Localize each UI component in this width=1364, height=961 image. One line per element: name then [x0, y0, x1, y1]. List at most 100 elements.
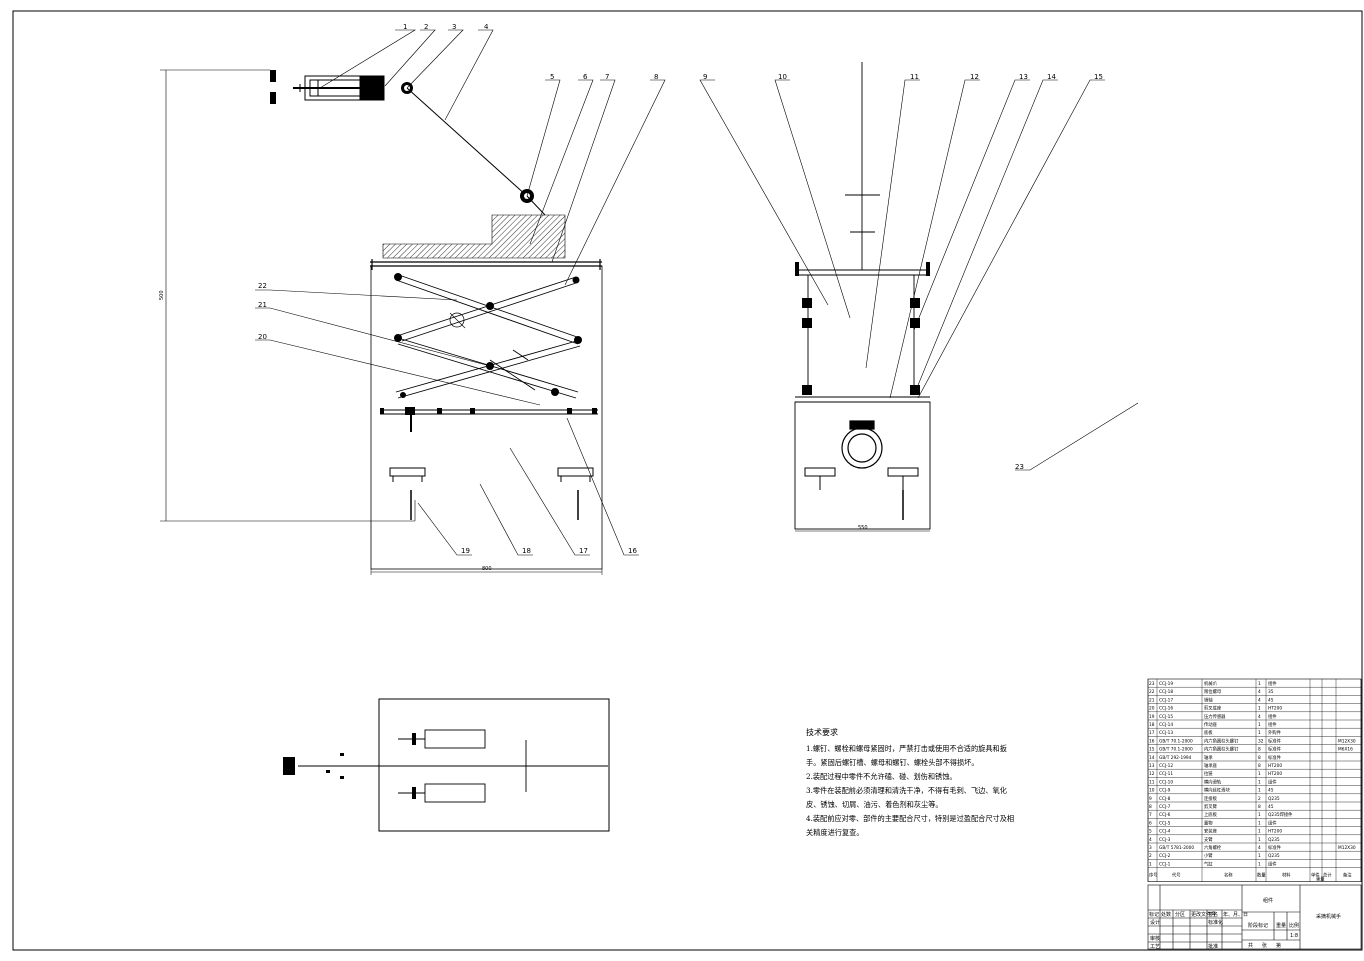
tech-note-1: 1.螺钉、螺栓和螺母紧固时，严禁打击或使用不合适的旋具和扳手。紧固后螺钉槽、螺母… — [806, 744, 1007, 767]
balloon-5: 5 — [550, 73, 554, 81]
bom-cell: 组件 — [1268, 860, 1277, 867]
bom-cell: CCJ-16 — [1159, 706, 1173, 712]
arm-part-4 — [406, 87, 528, 197]
leader-lines — [255, 29, 1139, 556]
bom-cell: Q235 — [1268, 796, 1280, 802]
scissor-mechanism — [395, 273, 581, 399]
bom-header-weight: 重量 — [1316, 876, 1325, 883]
bom-cell: 轴承座 — [1204, 762, 1218, 769]
title-design: 设计 — [1150, 919, 1160, 926]
bom-cell: 12 — [1149, 771, 1155, 777]
bom-cell: 6 — [1149, 820, 1152, 826]
bom-cell: 横向滑轨 — [1204, 778, 1222, 785]
bom-cell: Q235 — [1268, 837, 1280, 843]
title-stage-mark: 阶段标记 — [1248, 922, 1268, 929]
bom-cell: 1 — [1258, 779, 1261, 785]
bom-cell: 4 — [1258, 714, 1261, 720]
bom-cell: CCJ-10 — [1159, 779, 1173, 785]
bom-cell: 1 — [1258, 771, 1261, 777]
bom-cell: GB/T 70.1-2000 — [1159, 738, 1193, 744]
bom-cell: 上底板 — [1204, 811, 1218, 818]
bom-cell: 限位螺母 — [1204, 688, 1222, 695]
revision-label: 标记 — [1149, 911, 1159, 918]
balloon-22: 22 — [258, 282, 267, 290]
bom-cell: HT200 — [1268, 763, 1282, 769]
bom-cell: 六角螺栓 — [1204, 844, 1222, 851]
side-view-feet — [804, 467, 919, 520]
bom-cell: CCJ-19 — [1159, 681, 1173, 687]
bom-cell: CCJ-8 — [1159, 796, 1171, 802]
balloon-21: 21 — [258, 301, 267, 309]
bom-cell: 1 — [1258, 681, 1261, 687]
bom-cell: 45 — [1268, 804, 1274, 810]
side-view-bearings — [795, 262, 930, 395]
cylinder-assembly — [293, 75, 385, 101]
hatched-body — [382, 214, 566, 259]
tech-note-2: 2.装配过程中零件不允许磕、碰、划伤和锈蚀。 — [806, 772, 957, 781]
front-width-label: 800 — [482, 566, 492, 572]
title-sheet-unit: 张 — [1262, 942, 1267, 949]
bom-header-cell: 名称 — [1224, 872, 1233, 879]
bom-cell: Q235 — [1268, 853, 1280, 859]
support-feet — [389, 467, 594, 520]
balloon-20: 20 — [258, 333, 267, 341]
title-assembly: 组件 — [1263, 897, 1273, 904]
bom-cell: CCJ-3 — [1159, 837, 1171, 843]
bom-cell: CCJ-5 — [1159, 820, 1171, 826]
drawing-border — [12, 10, 1363, 951]
bom-cell: 8 — [1258, 755, 1261, 761]
bom-cell: 18 — [1149, 722, 1155, 728]
bom-cell: 45 — [1268, 788, 1274, 794]
bom-cell: CCJ-9 — [1159, 788, 1171, 794]
bom-cell: GB/T 292-1994 — [1159, 755, 1192, 761]
bom-cell: 1 — [1258, 837, 1261, 843]
bom-cell: 传动座 — [1204, 721, 1218, 728]
bom-cell: 标准件 — [1268, 746, 1282, 753]
side-view-motor — [841, 420, 883, 469]
bom-cell: GB/T 70.1-2000 — [1159, 747, 1193, 753]
bom-cell: 8 — [1258, 804, 1261, 810]
revision-label: 处数 — [1161, 911, 1171, 918]
bom-cell: Q235焊接件 — [1268, 811, 1293, 818]
bom-cell: 1 — [1258, 730, 1261, 736]
title-scale-value: 1:8 — [1290, 933, 1298, 939]
bom-cell: 置物 — [1204, 819, 1213, 826]
title-process: 工艺 — [1150, 944, 1160, 950]
bom-cell: 4 — [1258, 845, 1261, 851]
top-view-frame — [378, 698, 610, 832]
revision-label: 更改文件号 — [1191, 911, 1216, 918]
bom-cell: CCJ-18 — [1159, 689, 1173, 695]
bom-header-cell: 单件 — [1311, 872, 1320, 879]
bom-cell: 内六角圆柱头螺钉 — [1204, 746, 1239, 753]
gripper-jaws — [270, 70, 276, 104]
bom-cell: CCJ-1 — [1159, 861, 1171, 867]
bom-header-cell: 数量 — [1257, 872, 1266, 879]
balloon-11: 11 — [910, 73, 919, 81]
bom-header-cell: 代号 — [1172, 872, 1181, 879]
bom-cell: 气缸 — [1204, 860, 1213, 867]
bom-cell: CCJ-15 — [1159, 714, 1173, 720]
title-scale: 比例 — [1289, 922, 1299, 929]
bom-cell: 21 — [1149, 697, 1155, 703]
bom-cell: 23 — [1149, 681, 1155, 687]
bom-cell: 标准件 — [1268, 754, 1282, 761]
title-sheet-total: 共 — [1248, 942, 1253, 949]
bom-cell: 19 — [1149, 714, 1155, 720]
bom-cell: 支臂 — [1204, 836, 1213, 843]
title-sheet-no: 第 — [1276, 942, 1281, 949]
bom-cell: 销轴 — [1204, 696, 1213, 703]
bom-cell: CCJ-4 — [1159, 829, 1171, 835]
balloon-14: 14 — [1047, 73, 1056, 81]
bom-cell: 4 — [1149, 837, 1152, 843]
bom-cell: 1 — [1258, 706, 1261, 712]
revision-label: 分区 — [1175, 911, 1185, 918]
balloon-17: 17 — [579, 547, 588, 555]
bom-cell: 横向丝杠滑块 — [1204, 787, 1230, 794]
bom-cell: 1 — [1258, 853, 1261, 859]
balloon-19: 19 — [461, 547, 470, 555]
bom-cell: 组件 — [1268, 721, 1277, 728]
bom-cell: 2 — [1149, 853, 1152, 859]
balloon-12: 12 — [970, 73, 979, 81]
revision-label: 签名 — [1208, 911, 1218, 918]
